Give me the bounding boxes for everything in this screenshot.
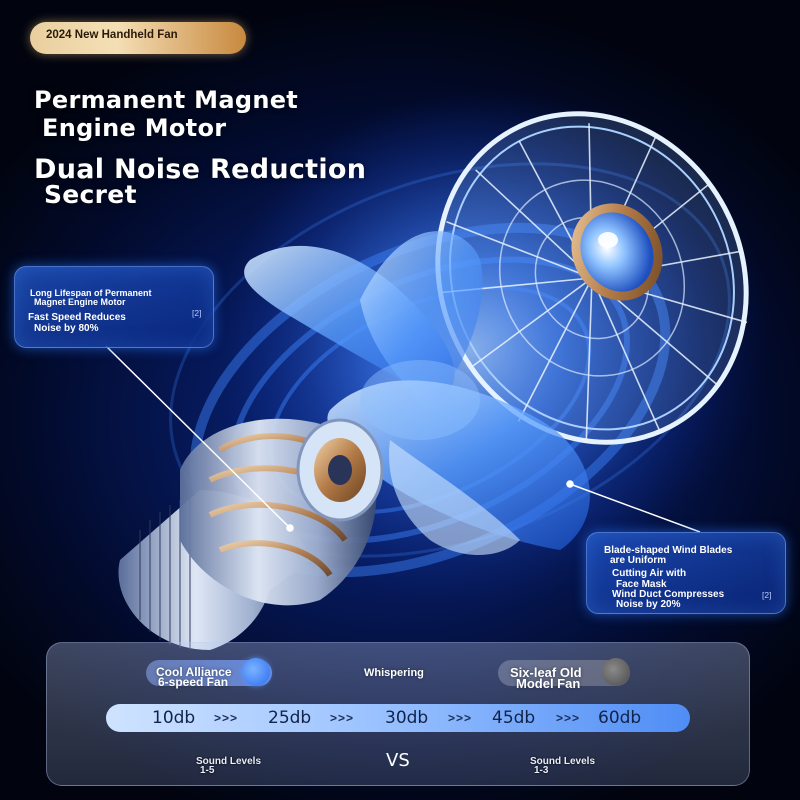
blade-callout — [586, 532, 786, 614]
right-sound-levels-line-2: 1-3 — [534, 765, 549, 776]
badge-text: 2024 New Handheld Fan — [46, 29, 178, 41]
motor-callout-line-3: Fast Speed Reduces — [28, 312, 126, 323]
headline-line-3: Dual Noise Reduction — [34, 154, 367, 185]
left-sound-levels-line-1: Sound Levels — [196, 756, 262, 767]
blade-callout-line-2: are Uniform — [610, 555, 667, 566]
decibel-separator-2: >>> — [330, 711, 355, 725]
blade-callout-line-6: Noise by 20% — [616, 599, 681, 610]
blade-callout-line-3: Cutting Air with — [612, 568, 687, 579]
left-sound-levels-line-2: 1-5 — [200, 765, 215, 776]
side-watermark-left — [2, 330, 12, 690]
headline-line-2: Engine Motor — [42, 114, 227, 142]
headline-line-4: Secret — [44, 180, 137, 209]
decibel-level-3: 30db — [385, 708, 429, 728]
old-model-label-line-1: Six-leaf Old — [510, 665, 582, 680]
headline-line-1: Permanent Magnet — [34, 86, 299, 114]
motor-callout — [14, 266, 214, 348]
fan-hub — [571, 203, 663, 301]
versus-label: VS — [386, 750, 410, 771]
decibel-separator-4: >>> — [556, 711, 581, 725]
motor-callout-reference: [2] — [192, 308, 202, 318]
decibel-level-2: 25db — [268, 708, 312, 728]
whispering-label: Whispering — [364, 667, 424, 679]
motor-callout-line-1: Long Lifespan of Permanent — [30, 288, 152, 298]
motor-callout-line-2: Magnet Engine Motor — [34, 297, 126, 307]
old-model-indicator-dot — [602, 658, 630, 686]
cool-alliance-label-line-2: 6-speed Fan — [158, 675, 229, 689]
new-product-badge: 2024 New Handheld Fan — [30, 22, 246, 54]
motor-callout-line-4: Noise by 80% — [34, 323, 99, 334]
fan-blades — [244, 231, 590, 555]
decibel-separator-1: >>> — [214, 711, 239, 725]
blade-callout-line-1: Blade-shaped Wind Blades — [604, 545, 733, 556]
cool-alliance-label-line-1: Cool Alliance — [156, 665, 232, 679]
decibel-separator-3: >>> — [448, 711, 473, 725]
right-sound-levels-line-1: Sound Levels — [530, 756, 596, 767]
blade-callout-reference: [2] — [762, 590, 772, 600]
callout-pointers — [105, 345, 701, 533]
cool-alliance-indicator-dot — [242, 658, 270, 686]
decibel-level-5: 60db — [598, 708, 642, 728]
decibel-scale-bar — [106, 704, 690, 732]
motor — [118, 418, 384, 650]
decibel-level-1: 10db — [152, 708, 196, 728]
old-model-label-line-2: Model Fan — [516, 676, 581, 691]
blade-callout-line-4: Face Mask — [616, 579, 667, 590]
blade-callout-line-5: Wind Duct Compresses — [612, 589, 725, 600]
decibel-level-4: 45db — [492, 708, 536, 728]
